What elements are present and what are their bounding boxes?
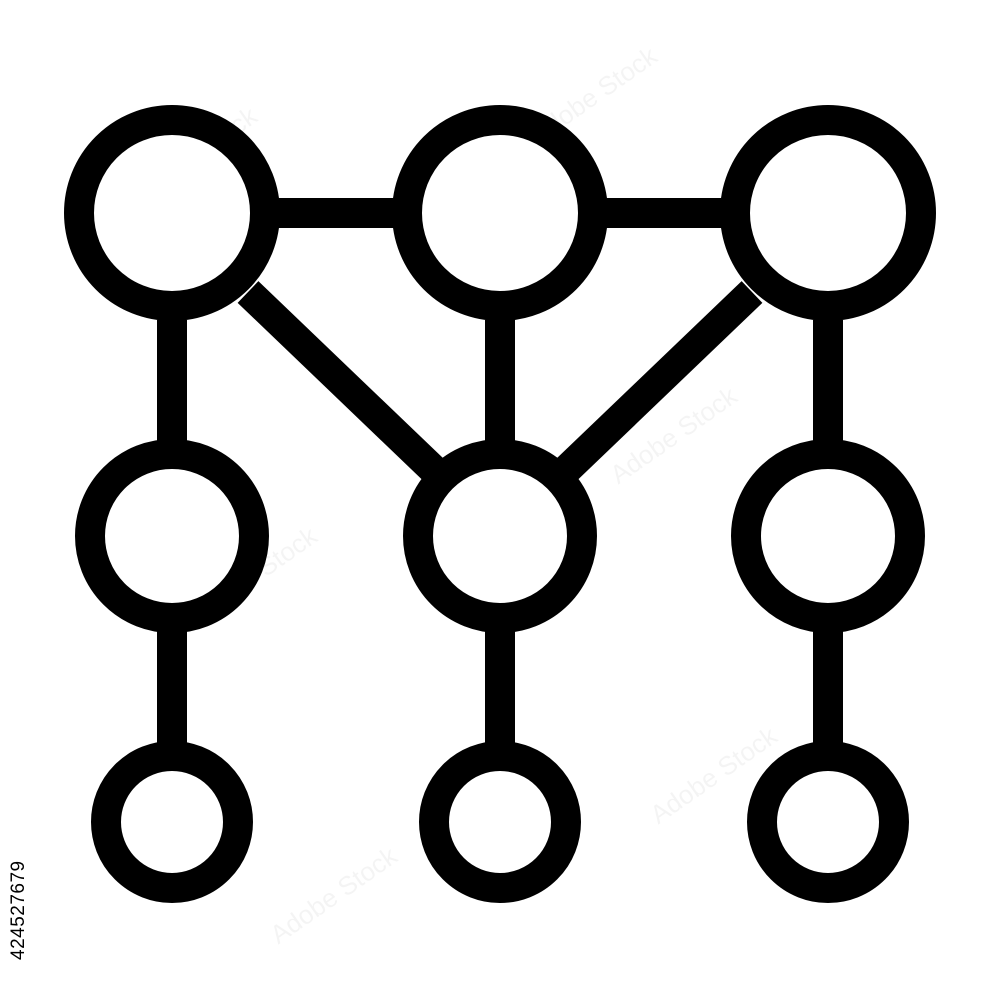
node-top-right (720, 105, 936, 321)
edge-top-right-to-mid-center (549, 281, 763, 487)
stock-id-label: 424527679 (8, 860, 29, 960)
node-mid-center (403, 439, 597, 633)
node-top-left (64, 105, 280, 321)
node-bottom-left (91, 741, 253, 903)
node-mid-right (731, 439, 925, 633)
edge-top-left-to-mid-center (237, 281, 451, 487)
node-top-center (392, 105, 608, 321)
node-bottom-center (419, 741, 581, 903)
node-mid-left (75, 439, 269, 633)
node-bottom-right (747, 741, 909, 903)
